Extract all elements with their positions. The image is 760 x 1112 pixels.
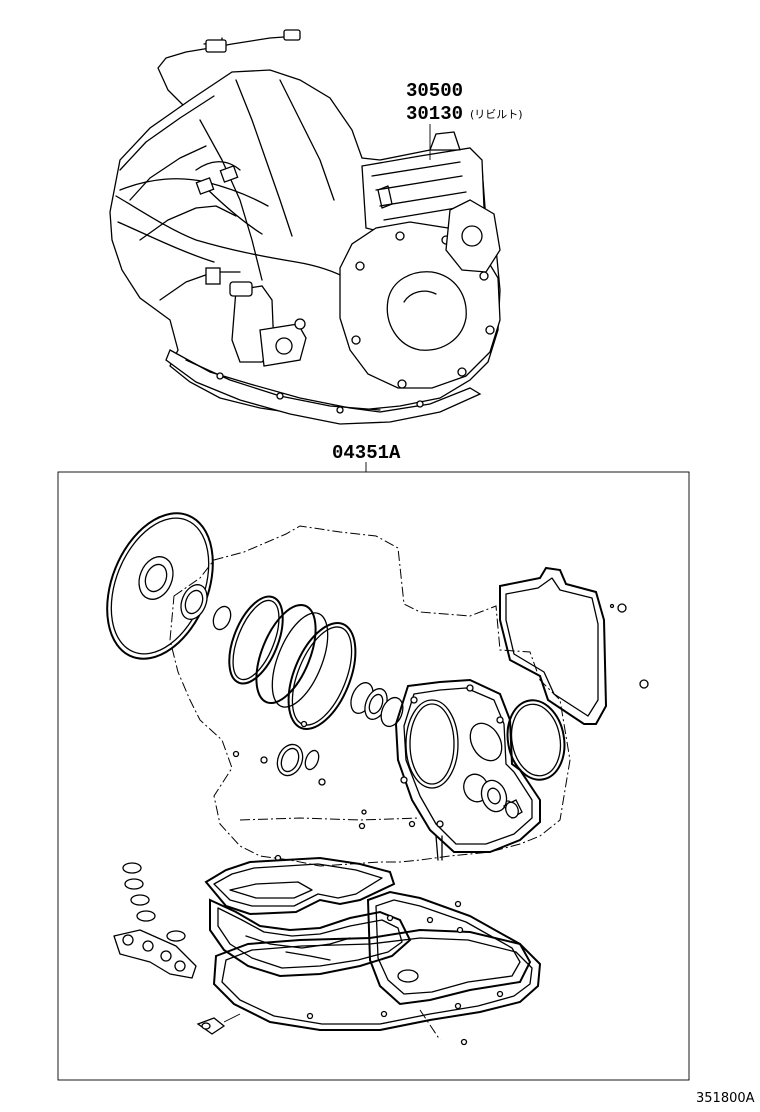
assembly-part-number-30130: 30130 [406, 103, 463, 125]
gasket-kit-frame [57, 471, 690, 1081]
assembly-part-number-30500: 30500 [406, 80, 463, 102]
figure-code: 351800A [696, 1091, 755, 1106]
transmission-assembly-illustration [109, 29, 501, 425]
rebuilt-note: (リビルト) [470, 108, 523, 121]
gasket-kit-illustration [106, 512, 649, 1046]
gasket-kit-part-number: 04351A [332, 442, 401, 464]
